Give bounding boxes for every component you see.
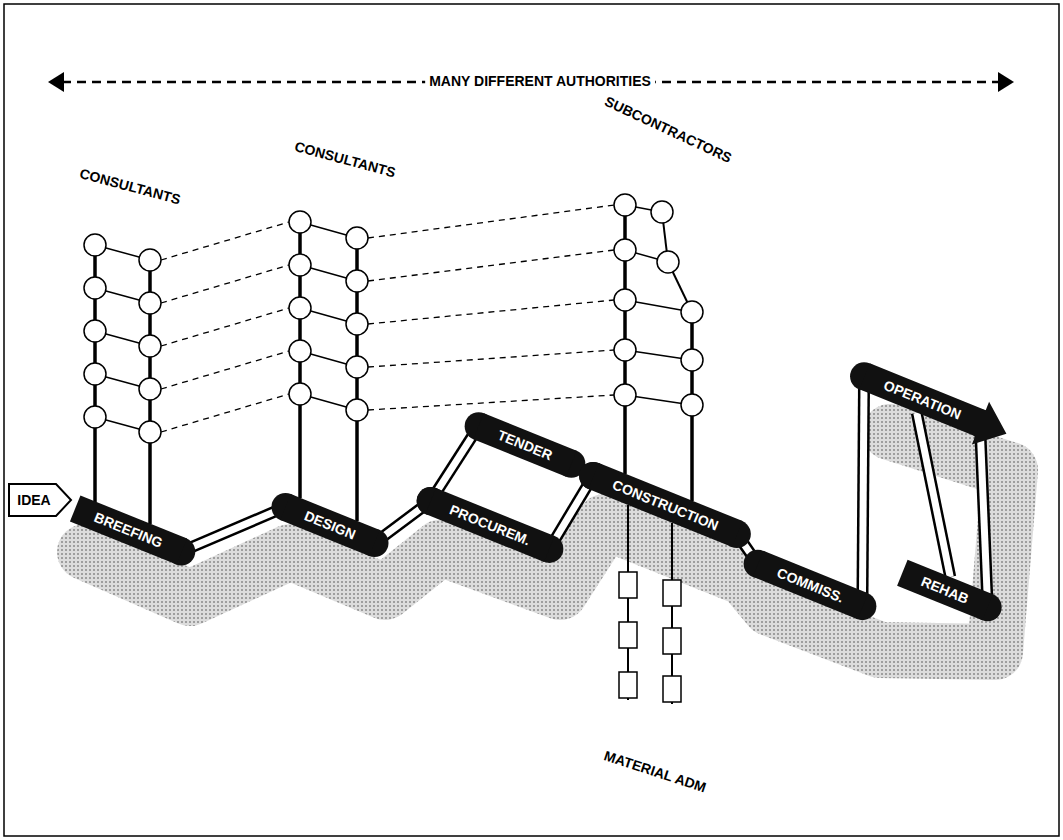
member-circle bbox=[614, 384, 636, 406]
phase-label: IDEA bbox=[17, 493, 50, 507]
band-fill bbox=[855, 355, 1014, 455]
dashed-link bbox=[161, 222, 289, 260]
member-circle bbox=[289, 297, 311, 319]
tube-connector bbox=[181, 507, 285, 552]
member-circle bbox=[346, 356, 368, 378]
tube-core bbox=[862, 376, 864, 606]
group-label: CONSULTANTS bbox=[74, 165, 186, 209]
material-line bbox=[627, 505, 629, 700]
tube-core bbox=[980, 423, 988, 607]
band-fill bbox=[473, 413, 576, 476]
arrow-outline bbox=[9, 484, 71, 516]
member-circle bbox=[681, 349, 703, 371]
member-circle bbox=[139, 378, 161, 400]
member-circle bbox=[614, 194, 636, 216]
tube-outline bbox=[980, 423, 988, 607]
dashed-link bbox=[368, 395, 614, 410]
material-box bbox=[663, 676, 681, 702]
tube-outline bbox=[917, 413, 950, 577]
member-circle bbox=[84, 320, 106, 342]
material-box bbox=[619, 572, 637, 598]
dashed-link bbox=[368, 250, 614, 281]
dashed-link bbox=[368, 205, 614, 238]
member-circle bbox=[84, 406, 106, 428]
group-label: CONSULTANTS bbox=[289, 138, 401, 182]
band-fill bbox=[897, 560, 993, 620]
member-circle bbox=[289, 383, 311, 405]
member-circle bbox=[346, 227, 368, 249]
dashed-link bbox=[368, 350, 614, 367]
start-arrow: IDEA bbox=[8, 483, 72, 517]
member-circle bbox=[614, 339, 636, 361]
member-circle bbox=[139, 249, 161, 271]
phase-band: TENDER bbox=[473, 413, 576, 476]
dashed-link bbox=[161, 394, 289, 432]
dashed-link bbox=[368, 300, 614, 324]
tube-core bbox=[181, 507, 285, 552]
band-fill bbox=[588, 463, 742, 547]
member-circle bbox=[139, 421, 161, 443]
scope-arrowhead bbox=[998, 72, 1014, 92]
member-circle bbox=[289, 254, 311, 276]
dashed-link bbox=[161, 265, 289, 303]
member-circle bbox=[289, 211, 311, 233]
material-box bbox=[619, 672, 637, 698]
band-fill bbox=[69, 495, 186, 564]
material-box bbox=[663, 580, 681, 606]
band-fill bbox=[752, 551, 867, 619]
scope-arrowhead bbox=[48, 72, 64, 92]
member-circle bbox=[681, 301, 703, 323]
tube-outline bbox=[862, 376, 864, 606]
dashed-link bbox=[161, 351, 289, 389]
material-box bbox=[619, 622, 637, 648]
tube-connector bbox=[917, 413, 950, 577]
member-circle bbox=[84, 363, 106, 385]
member-circle bbox=[84, 234, 106, 256]
scope-banner: MANY DIFFERENT AUTHORITIES bbox=[425, 74, 655, 89]
member-circle bbox=[84, 277, 106, 299]
member-circle bbox=[614, 239, 636, 261]
group-label: MATERIAL ADM bbox=[598, 747, 711, 797]
member-circle bbox=[346, 270, 368, 292]
member-circle bbox=[289, 340, 311, 362]
member-circle bbox=[614, 289, 636, 311]
member-circle bbox=[346, 313, 368, 335]
member-circle bbox=[346, 399, 368, 421]
member-circle bbox=[139, 335, 161, 357]
material-box bbox=[663, 628, 681, 654]
tube-outline bbox=[181, 507, 285, 552]
joint-caps bbox=[167, 362, 1001, 621]
band-fill bbox=[280, 494, 379, 556]
tube-core bbox=[917, 413, 950, 577]
band-fill bbox=[425, 488, 554, 562]
group-label: SUBCONTRACTORS bbox=[598, 92, 737, 168]
member-circle bbox=[651, 201, 673, 223]
frame bbox=[4, 4, 1059, 836]
tube-connector bbox=[862, 376, 864, 606]
tube-connector bbox=[980, 423, 988, 607]
dashed-link bbox=[161, 308, 289, 346]
member-circle bbox=[681, 394, 703, 416]
member-circle bbox=[139, 292, 161, 314]
member-circle bbox=[657, 251, 679, 273]
